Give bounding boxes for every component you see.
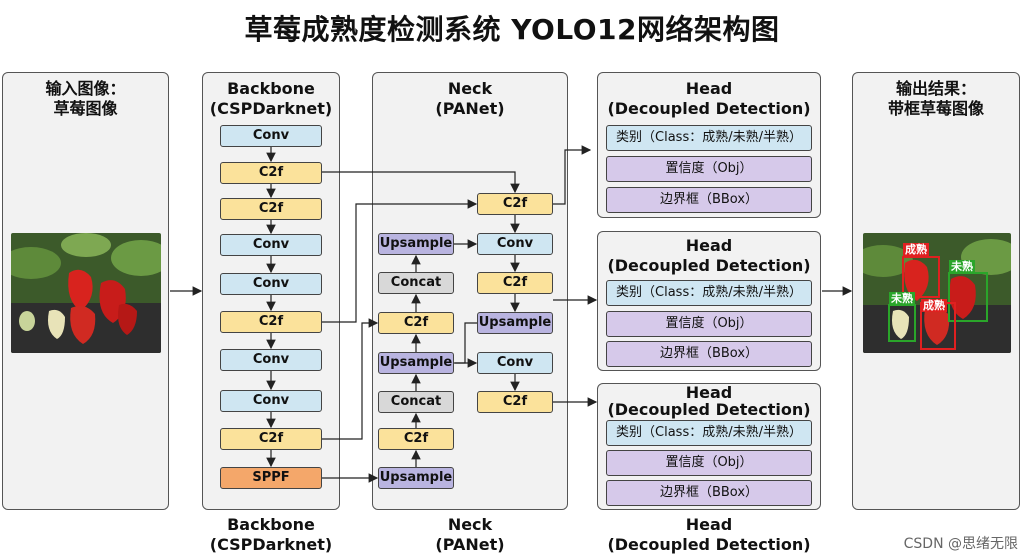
bottom-label-head: Head (Decoupled Detection) — [607, 515, 811, 554]
input-strawberry-image — [11, 233, 161, 353]
head-panel-3: Head (Decoupled Detection) 类别（Class：成熟/未… — [597, 383, 821, 510]
backbone-panel-title: Backbone (CSPDarknet) — [209, 79, 333, 118]
head-1-class-row: 类别（Class：成熟/未熟/半熟） — [606, 125, 812, 151]
head-3-obj-row: 置信度（Obj） — [606, 450, 812, 476]
head-2-obj-row: 置信度（Obj） — [606, 311, 812, 337]
page-title: 草莓成熟度检测系统 YOLO12网络架构图 — [244, 13, 780, 46]
neck-c2f-right-1: C2f — [477, 193, 553, 215]
backbone-conv-5: Conv — [220, 390, 322, 412]
head-panel-2-title: Head (Decoupled Detection) — [607, 236, 811, 275]
bottom-label-backbone: Backbone (CSPDarknet) — [209, 515, 333, 554]
neck-c2f-right-3: C2f — [477, 391, 553, 413]
head-3-class-row: 类别（Class：成熟/未熟/半熟） — [606, 420, 812, 446]
backbone-conv-1: Conv — [220, 125, 322, 147]
head-2-bbox-row: 边界框（BBox） — [606, 341, 812, 367]
head-3-bbox-row: 边界框（BBox） — [606, 480, 812, 506]
bottom-label-neck: Neck (PANet) — [435, 515, 505, 554]
neck-conv-right-2: Conv — [477, 352, 553, 374]
output-panel: 输出结果： 带框草莓图像 成熟 未熟 未熟 成熟 — [852, 72, 1020, 510]
detection-label-3: 未熟 — [889, 292, 915, 305]
head-1-bbox-row: 边界框（BBox） — [606, 187, 812, 213]
head-panel-1: Head (Decoupled Detection) 类别（Class：成熟/未… — [597, 72, 821, 218]
detection-label-4: 成熟 — [921, 299, 947, 312]
head-2-class-row: 类别（Class：成熟/未熟/半熟） — [606, 280, 812, 306]
head-1-obj-row: 置信度（Obj） — [606, 156, 812, 182]
backbone-sppf: SPPF — [220, 467, 322, 489]
output-panel-title: 输出结果： 带框草莓图像 — [887, 79, 984, 118]
backbone-c2f-2: C2f — [220, 198, 322, 220]
backbone-c2f-1: C2f — [220, 162, 322, 184]
output-strawberry-image: 成熟 未熟 未熟 成熟 — [863, 233, 1011, 353]
detection-label-1: 成熟 — [903, 243, 929, 256]
neck-panel-title: Neck (PANet) — [435, 79, 505, 118]
neck-c2f-left-1: C2f — [378, 312, 454, 334]
head-panel-3-title: Head (Decoupled Detection) — [607, 383, 811, 419]
detection-label-2: 未熟 — [949, 260, 975, 273]
neck-concat-2: Concat — [378, 391, 454, 413]
neck-upsample-right: Upsample — [477, 312, 553, 334]
head-panel-2: Head (Decoupled Detection) 类别（Class：成熟/未… — [597, 231, 821, 371]
input-panel-title: 输入图像： 草莓图像 — [45, 79, 126, 118]
neck-concat-1: Concat — [378, 272, 454, 294]
backbone-conv-3: Conv — [220, 273, 322, 295]
input-panel: 输入图像： 草莓图像 — [2, 72, 169, 510]
backbone-conv-2: Conv — [220, 234, 322, 256]
backbone-c2f-4: C2f — [220, 428, 322, 450]
head-panel-1-title: Head (Decoupled Detection) — [607, 79, 811, 118]
neck-upsample-2: Upsample — [378, 352, 454, 374]
neck-conv-right-1: Conv — [477, 233, 553, 255]
neck-upsample-1: Upsample — [378, 233, 454, 255]
neck-c2f-right-2: C2f — [477, 272, 553, 294]
backbone-conv-4: Conv — [220, 349, 322, 371]
neck-upsample-3: Upsample — [378, 467, 454, 489]
backbone-c2f-3: C2f — [220, 311, 322, 333]
watermark: CSDN @思绪无限 — [903, 536, 1018, 552]
neck-c2f-left-2: C2f — [378, 428, 454, 450]
